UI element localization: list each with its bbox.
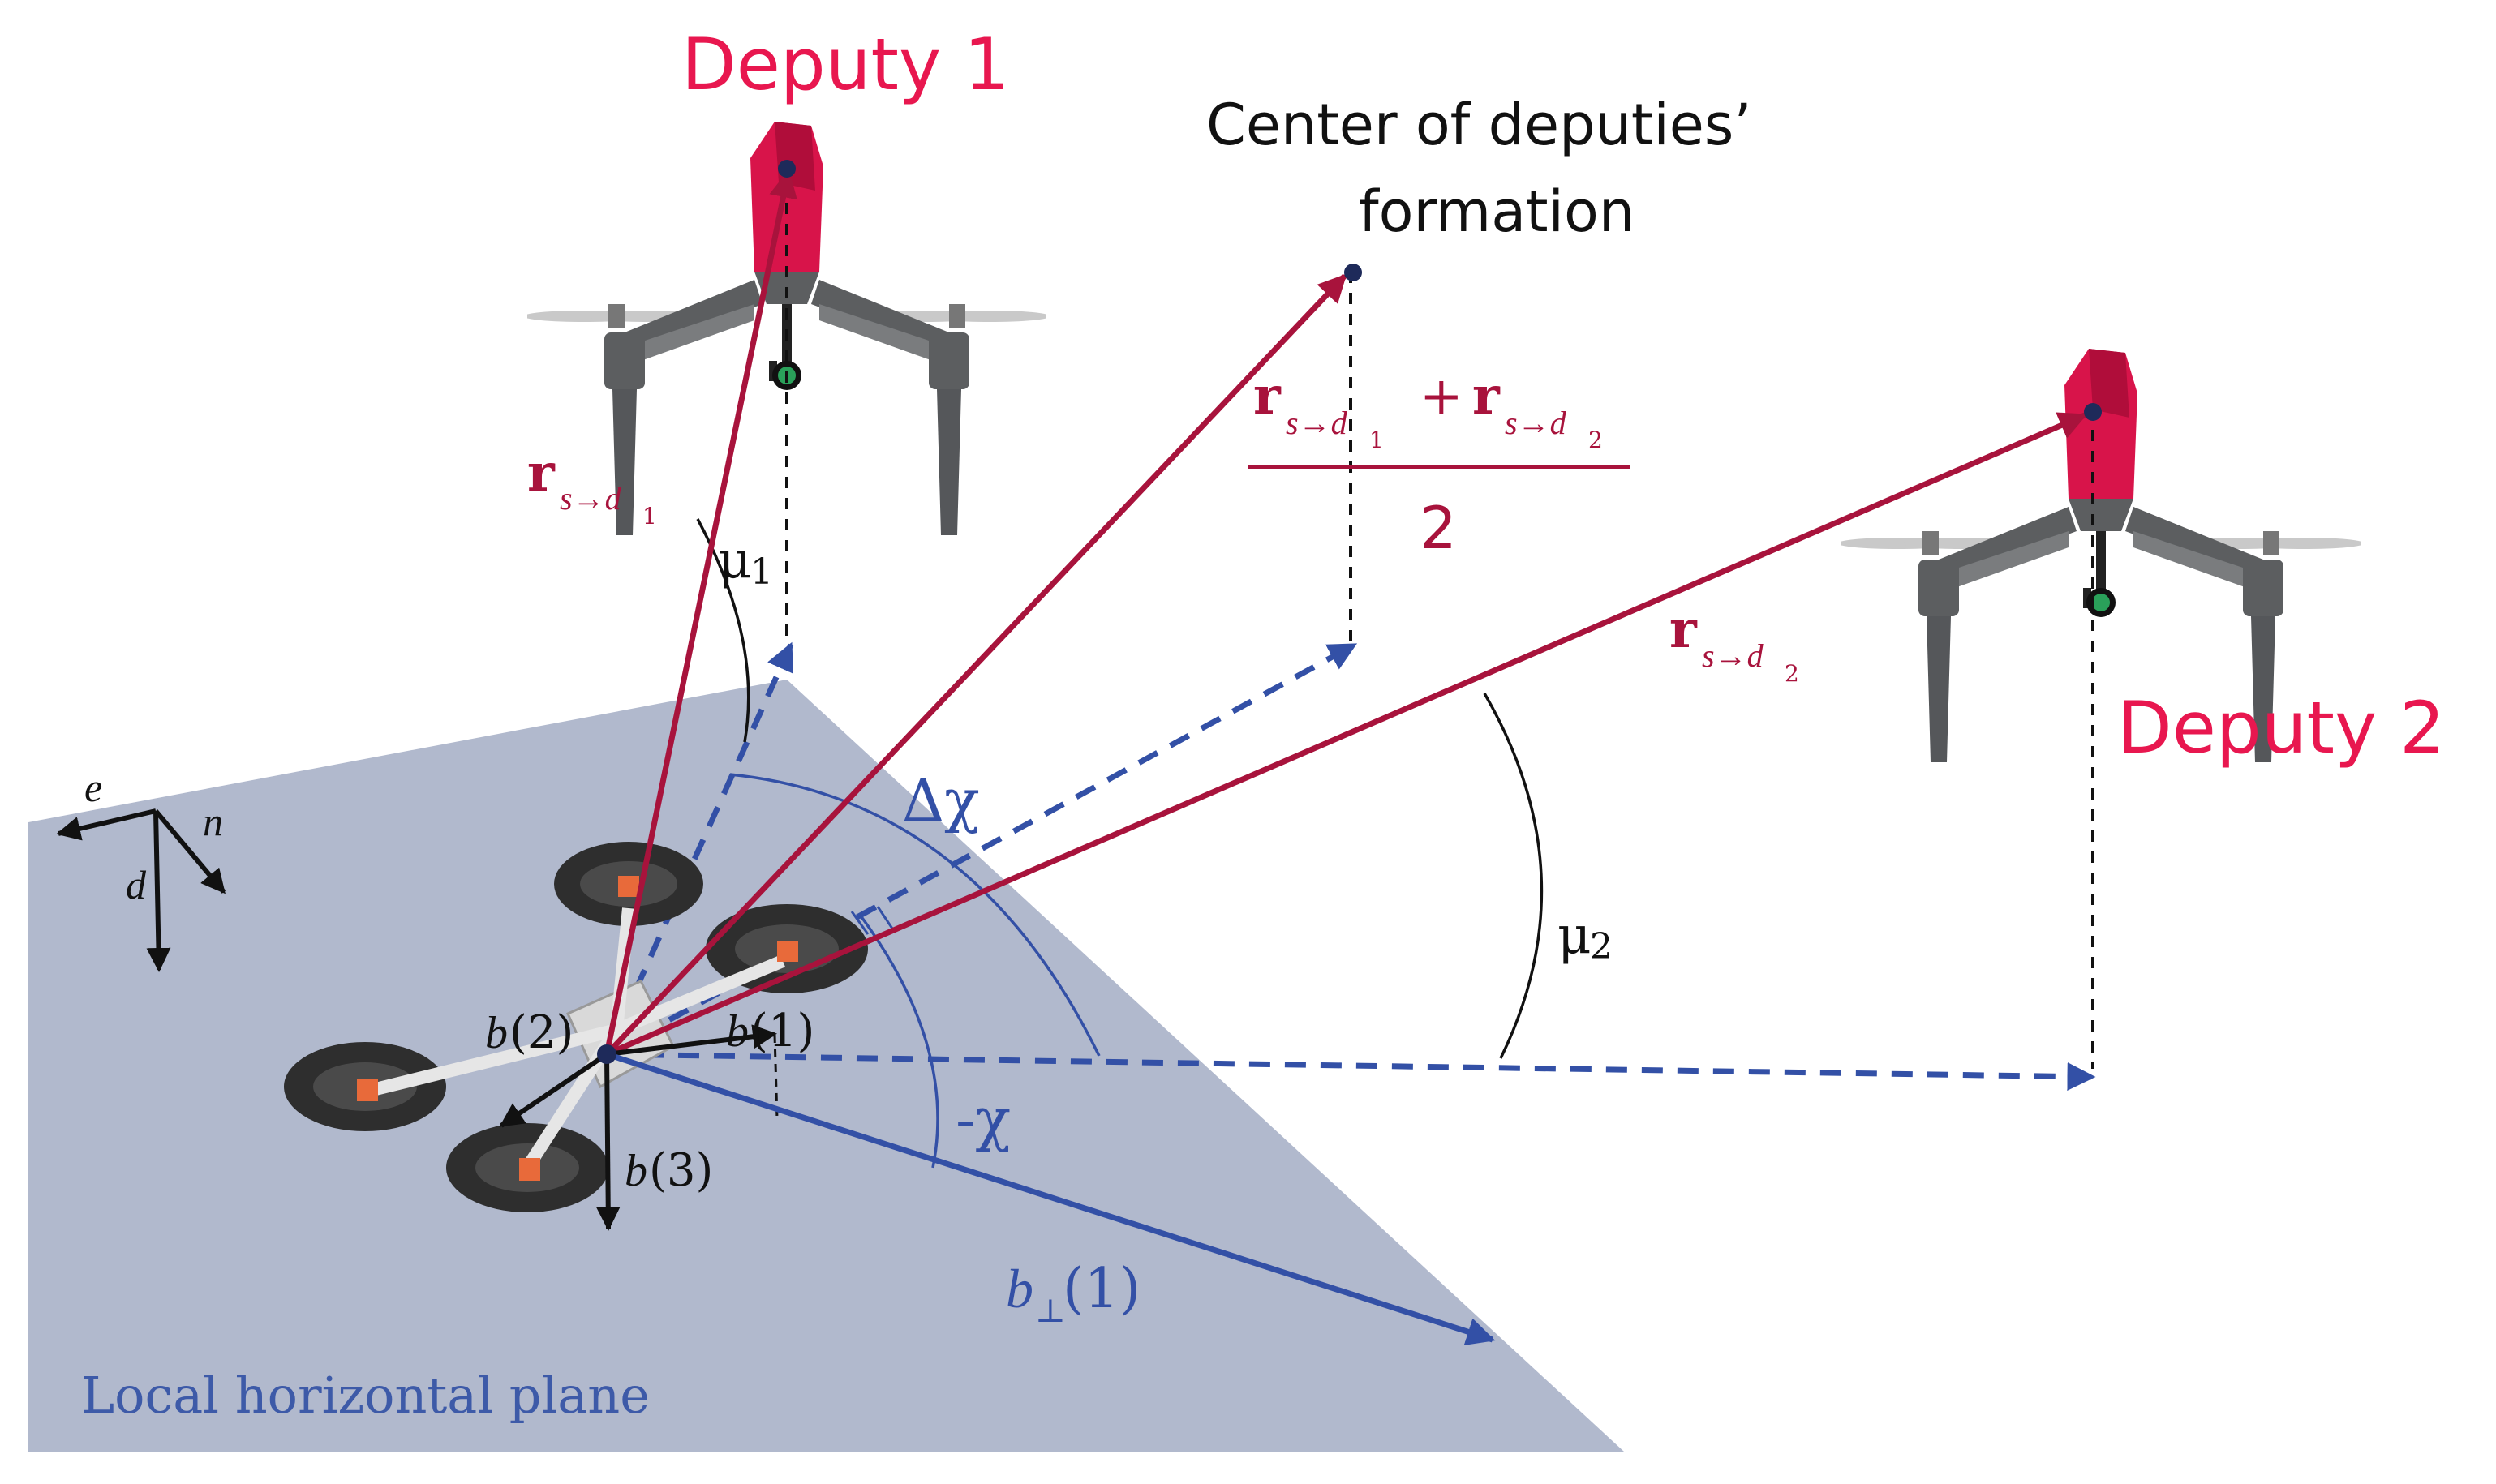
n-axis-arrow [153, 809, 226, 894]
center-vector [604, 273, 1347, 1057]
mu1-symbol: μ [718, 530, 752, 590]
deputy2-point [2084, 403, 2102, 421]
center-label-line1: Center of deputies’ [1206, 92, 1752, 158]
r-s-d2-subindex: 2 [1785, 660, 1799, 687]
mu2-symbol: μ [1557, 906, 1592, 966]
mu1-label: μ 1 [718, 530, 773, 593]
fraction-r2-symbol: r [1472, 366, 1501, 427]
b-perp-arg: (1) [1063, 1257, 1141, 1321]
mu1-index: 1 [750, 551, 773, 593]
neg-chi-label: -χ [956, 1085, 1011, 1153]
b-perp-label: b ⊥ (1) [1006, 1257, 1141, 1330]
center-label-line2: formation [1359, 178, 1635, 245]
fraction-plus: + [1420, 367, 1463, 427]
b1-label: b (1) [726, 1005, 814, 1057]
fraction-r1-symbol: r [1253, 366, 1282, 427]
r-s-d2-label: r s→d 2 [1669, 599, 1799, 687]
ned-frame: e n d [56, 765, 226, 972]
b3-axis-arrow [595, 1053, 621, 1231]
b2-symbol: b [485, 1008, 508, 1058]
fraction-r2-subscript: s→d [1505, 405, 1567, 441]
fraction-r1-subscript: s→d [1286, 405, 1348, 441]
b3-label: b (3) [625, 1144, 713, 1197]
neg-chi-arc [858, 913, 939, 1169]
delta-chi-label: Δχ [902, 766, 980, 834]
b1-arg: (1) [750, 1005, 814, 1057]
neg-chi-tick-a [850, 911, 870, 935]
axis-d-label: d [126, 862, 147, 907]
b2-label: b (2) [485, 1006, 574, 1059]
b-perp-vector [605, 1051, 1496, 1345]
b1-symbol: b [726, 1006, 749, 1057]
deputy2-label: Deputy 2 [2117, 686, 2445, 770]
deputy1-point [778, 160, 796, 178]
b2-arg: (2) [509, 1006, 574, 1059]
deputy1-label: Deputy 1 [681, 23, 1009, 106]
mu2-arc [1483, 693, 1544, 1059]
b3-symbol: b [625, 1146, 647, 1196]
b3-arg: (3) [649, 1144, 713, 1197]
axis-n-label: n [203, 799, 223, 844]
mu2-label: μ 2 [1557, 906, 1613, 967]
r-s-d1-subscript: s→d [560, 480, 622, 517]
b2-axis-arrow [499, 1052, 608, 1128]
fraction-r1-subindex: 1 [1369, 427, 1384, 453]
r-s-d1-subindex: 1 [642, 503, 657, 530]
fraction-denominator: 2 [1420, 494, 1457, 562]
r-s-d1-symbol: r [527, 443, 556, 504]
center-fraction-label: r s→d 1 + r s→d 2 2 [1248, 366, 1630, 562]
agent-quadrotor-icon [284, 842, 868, 1212]
b-perp-subscript: ⊥ [1035, 1293, 1066, 1330]
plane-label: Local horizontal plane [81, 1366, 650, 1425]
mu2-index: 2 [1590, 926, 1613, 967]
center-point [1344, 264, 1362, 281]
local-horizontal-plane [28, 680, 1624, 1452]
r-s-d2-symbol: r [1669, 599, 1698, 660]
axis-e-label: e [84, 765, 102, 810]
agent-origin-point [597, 1044, 616, 1064]
r-s-d2-vector [605, 412, 2088, 1057]
neg-chi-tick-b [876, 906, 894, 929]
delta-chi-arc [729, 773, 1101, 1057]
fraction-r2-subindex: 2 [1588, 427, 1603, 453]
r-s-d1-label: r s→d 1 [527, 443, 657, 530]
b1-axis-arrow [606, 1024, 777, 1057]
b-perp-symbol: b [1006, 1258, 1033, 1319]
r-s-d2-subscript: s→d [1702, 637, 1764, 674]
e-axis-arrow [56, 808, 157, 841]
r-s-d1-vector [604, 169, 797, 1055]
d-axis-arrow [146, 810, 171, 972]
